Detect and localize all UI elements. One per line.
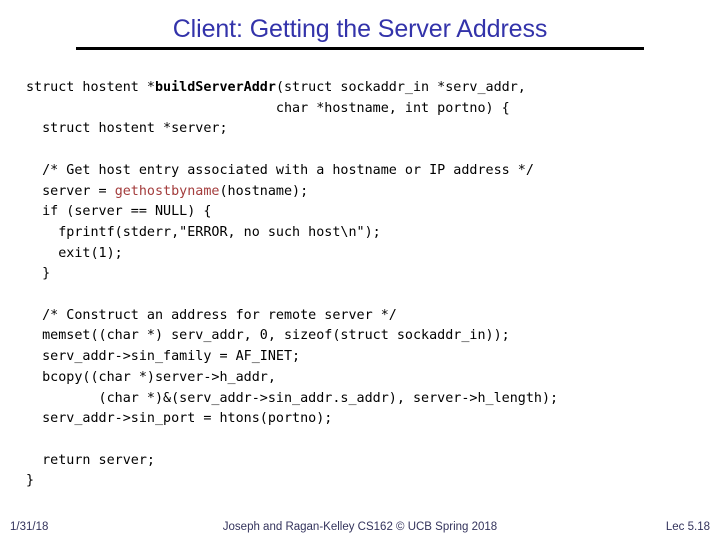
code-text: fprintf(stderr,"ERROR, no such host\n"); [26, 224, 381, 240]
code-text: /* Construct an address for remote serve… [26, 307, 397, 323]
code-line: serv_addr->sin_port = htons(portno); [26, 409, 706, 430]
code-line: } [26, 471, 706, 492]
code-text: char *hostname, int portno) { [26, 100, 510, 116]
code-text: serv_addr->sin_family = AF_INET; [26, 349, 301, 365]
code-text: server = [26, 183, 115, 199]
title-divider [76, 47, 644, 50]
code-text: } [26, 266, 51, 282]
code-line: exit(1); [26, 244, 706, 265]
code-text: return server; [26, 452, 155, 468]
code-line: char *hostname, int portno) { [26, 99, 706, 120]
code-text: struct hostent *server; [26, 121, 228, 137]
code-text: (hostname); [219, 183, 309, 199]
footer-lecture-number: Lec 5.18 [665, 521, 710, 533]
code-line [26, 430, 706, 451]
code-line: if (server == NULL) { [26, 202, 706, 223]
code-line [26, 140, 706, 161]
code-line: fprintf(stderr,"ERROR, no such host\n"); [26, 223, 706, 244]
code-text: /* Get host entry associated with a host… [26, 162, 534, 178]
code-line: (char *)&(serv_addr->sin_addr.s_addr), s… [26, 389, 706, 410]
code-line: server = gethostbyname(hostname); [26, 182, 706, 203]
code-text: memset((char *) serv_addr, 0, sizeof(str… [26, 328, 510, 344]
code-line: return server; [26, 451, 706, 472]
code-line: /* Construct an address for remote serve… [26, 306, 706, 327]
slide-footer: 1/31/18 Joseph and Ragan-Kelley CS162 © … [0, 518, 720, 536]
page-title: Client: Getting the Server Address [172, 15, 548, 43]
footer-date: 1/31/18 [10, 521, 49, 533]
code-listing: struct hostent *buildServerAddr(struct s… [26, 78, 706, 492]
code-line: serv_addr->sin_family = AF_INET; [26, 347, 706, 368]
code-line: struct hostent *buildServerAddr(struct s… [26, 78, 706, 99]
code-line: /* Get host entry associated with a host… [26, 161, 706, 182]
code-text: serv_addr->sin_port = htons(portno); [26, 411, 333, 427]
code-text: (struct sockaddr_in *serv_addr, [275, 80, 526, 95]
code-text: bcopy((char *)server->h_addr, [26, 369, 276, 385]
code-text: struct hostent * [26, 80, 155, 95]
code-text: } [26, 473, 35, 489]
code-line: } [26, 264, 706, 285]
code-call-name: gethostbyname [114, 183, 220, 199]
footer-attribution: Joseph and Ragan-Kelley CS162 © UCB Spri… [222, 521, 498, 533]
code-line: struct hostent *server; [26, 119, 706, 140]
code-text: if (server == NULL) { [26, 204, 212, 220]
code-text: (char *)&(serv_addr->sin_addr.s_addr), s… [26, 390, 559, 406]
code-text: exit(1); [26, 245, 123, 261]
code-line: bcopy((char *)server->h_addr, [26, 368, 706, 389]
code-line: memset((char *) serv_addr, 0, sizeof(str… [26, 326, 706, 347]
code-function-name: buildServerAddr [155, 80, 276, 95]
code-line [26, 285, 706, 306]
